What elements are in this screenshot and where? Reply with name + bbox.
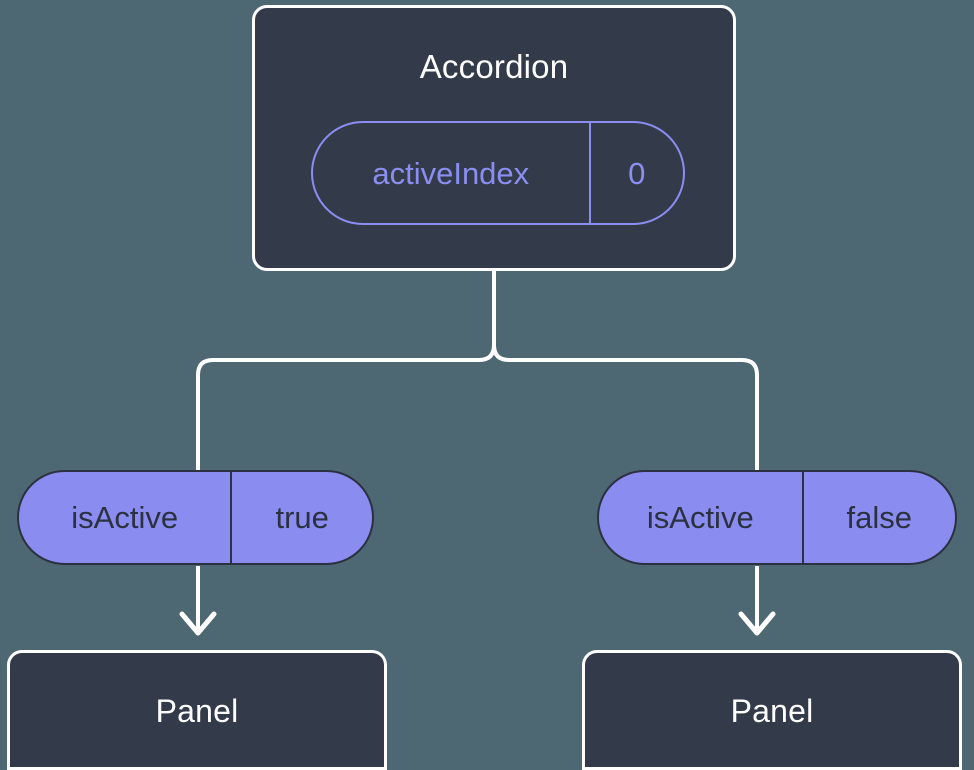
node-panel-right[interactable]: Panel: [582, 650, 962, 770]
fork-connector-right: [492, 269, 759, 472]
prop-pill-value: true: [230, 472, 372, 563]
prop-pill-is-active-true[interactable]: isActive true: [17, 470, 374, 565]
node-panel-right-title: Panel: [730, 693, 814, 729]
prop-pill-value: false: [801, 472, 955, 563]
state-pill-key: activeIndex: [372, 155, 530, 191]
state-pill-active-index[interactable]: activeIndex 0: [311, 121, 685, 225]
prop-pill-is-active-false[interactable]: isActive false: [597, 470, 957, 565]
prop-pill-key: isActive: [71, 500, 179, 535]
node-panel-left[interactable]: Panel: [7, 650, 387, 770]
node-panel-left-title: Panel: [155, 693, 239, 729]
fork-connector: [196, 269, 496, 472]
node-accordion-title: Accordion: [419, 48, 569, 85]
state-pill-value: 0: [588, 123, 683, 223]
arrow-head-left: [179, 611, 217, 636]
node-accordion[interactable]: Accordion activeIndex 0: [252, 5, 736, 271]
prop-pill-key: isActive: [646, 500, 754, 535]
arrow-head-right: [738, 611, 776, 636]
